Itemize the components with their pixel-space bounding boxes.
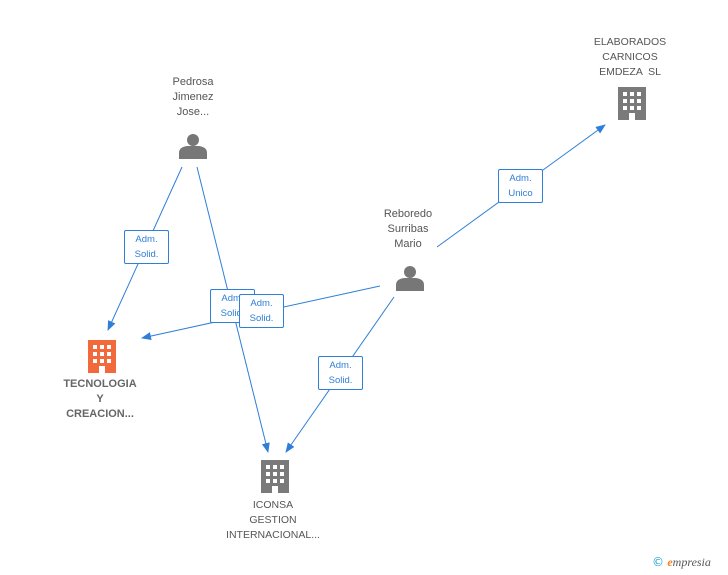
node-label-line: ELABORADOS — [593, 36, 667, 48]
edge-label-line: Solid. — [220, 308, 245, 319]
node-label-line: Y — [96, 393, 104, 405]
edge-label-pedrosa-tecnologia[interactable]: Adm. Solid. — [124, 230, 169, 264]
edge-label-reboredo-tecnologia[interactable]: Adm. Solid. — [239, 294, 284, 328]
node-label-line: Surribas — [387, 223, 429, 235]
edge-label-line: Adm. — [135, 234, 158, 245]
edge-label-reboredo-elaborados[interactable]: Adm. Unico — [498, 169, 543, 203]
node-label-line: TECNOLOGIA — [63, 378, 137, 390]
edge-label-line: Adm. — [509, 173, 532, 184]
building-icon[interactable] — [618, 87, 646, 120]
brand-name: mpresia — [672, 555, 711, 569]
edge-label-reboredo-iconsa[interactable]: Adm. Solid. — [318, 356, 363, 390]
node-label-line: CARNICOS — [602, 51, 658, 63]
node-label-line: CREACION... — [66, 408, 134, 420]
edge-label-line: Adm. — [250, 298, 273, 309]
brand-initial: e — [667, 555, 673, 569]
node-label-line: Mario — [394, 238, 422, 250]
copyright-icon: © — [652, 555, 664, 569]
footer-brand: © empresia — [652, 555, 711, 570]
node-label-elaborados[interactable]: ELABORADOS CARNICOS EMDEZA SL — [570, 35, 690, 80]
node-label-line: Reboredo — [383, 208, 433, 220]
brand-logo: empresia — [667, 555, 711, 569]
building-icon-highlighted[interactable] — [88, 340, 116, 373]
node-label-tecnologia[interactable]: TECNOLOGIA Y CREACION... — [40, 377, 160, 422]
person-icon[interactable] — [179, 134, 207, 159]
node-label-line: EMDEZA SL — [599, 66, 661, 78]
node-label-line: Pedrosa — [172, 76, 214, 88]
edge-label-line: Solid. — [134, 249, 159, 260]
edge-label-line: Unico — [508, 188, 533, 199]
edge-label-line: Adm. — [329, 360, 352, 371]
node-label-line: INTERNACIONAL... — [226, 529, 320, 541]
edge-label-line: Adm. — [221, 293, 244, 304]
node-label-line: Jose... — [176, 106, 210, 118]
node-label-pedrosa[interactable]: Pedrosa Jimenez Jose... — [143, 75, 243, 120]
node-label-iconsa[interactable]: ICONSA GESTION INTERNACIONAL... — [205, 498, 341, 543]
person-icon[interactable] — [396, 266, 424, 291]
node-label-line: GESTION — [249, 514, 297, 526]
building-icon[interactable] — [261, 460, 289, 493]
node-label-line: ICONSA — [252, 499, 294, 511]
node-label-line: Jimenez — [172, 91, 214, 103]
edge-label-line: Solid. — [249, 313, 274, 324]
node-label-reboredo[interactable]: Reboredo Surribas Mario — [358, 207, 458, 252]
edge-label-line: Solid. — [328, 375, 353, 386]
